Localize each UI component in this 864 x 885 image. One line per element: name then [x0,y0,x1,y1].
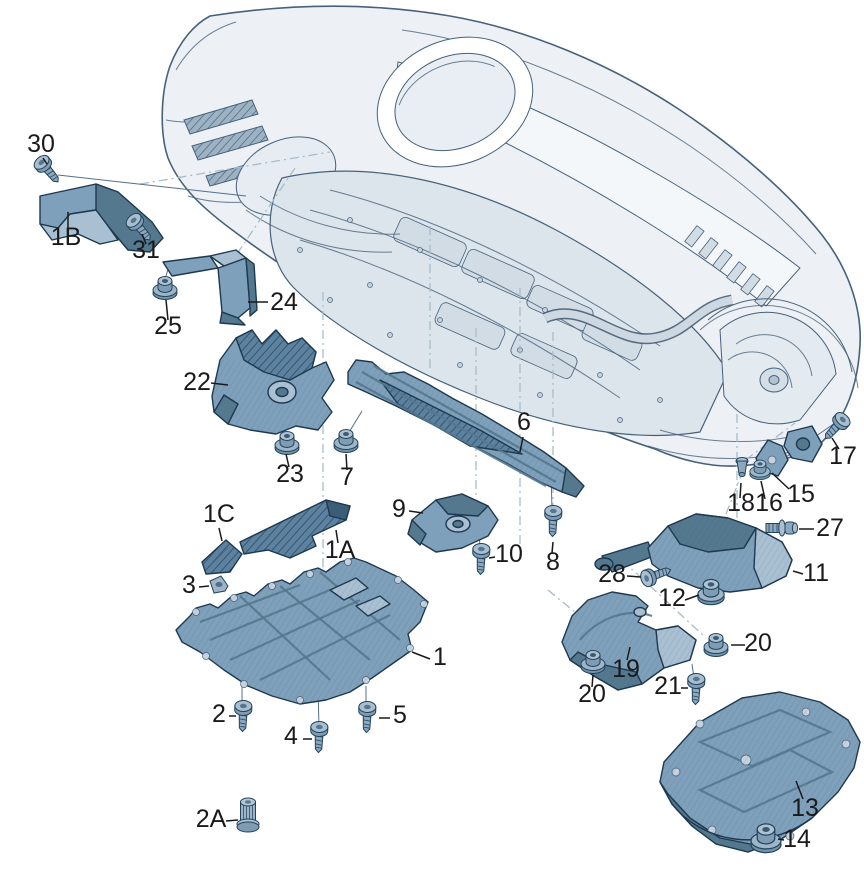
callout-30[interactable]: 30 [27,130,55,158]
leader-line-18 [739,482,742,499]
leader-line-7 [345,453,348,471]
part-1a-undertray-strip[interactable] [239,499,351,559]
callout-1a[interactable]: 1A [325,536,356,564]
callout-1c[interactable]: 1C [203,500,235,528]
callout-10[interactable]: 10 [495,540,523,568]
leader-line-15 [771,472,790,490]
callout-31[interactable]: 31 [132,236,160,264]
callout-14[interactable]: 14 [783,825,811,853]
callout-22[interactable]: 22 [183,368,211,396]
callout-24[interactable]: 24 [270,288,298,316]
leader-line-1 [411,651,431,660]
leader-line-31 [141,233,147,245]
callout-2[interactable]: 2 [212,700,226,728]
leader-line-3 [198,585,210,588]
leader-line-20a [591,674,594,688]
callout-15[interactable]: 15 [787,480,815,508]
leader-line-25 [165,299,169,321]
leader-line-2a [225,819,239,822]
sill-rib-slots [684,225,775,308]
callout-25[interactable]: 25 [154,312,182,340]
callout-27[interactable]: 27 [816,514,844,542]
leader-line-23 [285,453,290,468]
callout-5[interactable]: 5 [393,701,407,729]
callout-12[interactable]: 12 [658,584,686,612]
leader-line-1c [218,527,223,542]
callout-20b[interactable]: 20 [744,629,772,657]
callout-4[interactable]: 4 [284,722,298,750]
callout-21[interactable]: 21 [654,672,682,700]
floor-pan [269,170,729,437]
callout-20a[interactable]: 20 [578,680,606,708]
part-9-heat-shield[interactable] [407,493,499,553]
leader-line-12 [684,594,700,601]
grille-slot [183,99,259,135]
callout-1b[interactable]: 1B [51,223,82,251]
callout-16[interactable]: 16 [755,489,783,517]
leader-line-11 [792,570,804,575]
callout-1[interactable]: 1 [433,643,447,671]
leader-line-6 [519,436,524,453]
callout-19[interactable]: 19 [612,655,640,683]
callout-2a[interactable]: 2A [196,805,227,833]
leader-line-13 [795,780,804,800]
leader-line-9 [408,510,424,514]
callout-23[interactable]: 23 [276,460,304,488]
front-wheel-house [376,36,534,168]
leader-line-28 [626,575,642,578]
rear-wheel-house [699,298,859,425]
leader-line-14 [777,838,785,841]
callout-8[interactable]: 8 [546,548,560,576]
leader-line-10 [488,556,496,559]
leader-line-22 [210,382,229,386]
callout-18[interactable]: 18 [727,489,755,517]
leader-line-8 [551,541,554,554]
callout-11[interactable]: 11 [803,559,829,587]
rivnut-icon [236,797,260,833]
leader-line-30 [42,157,48,165]
callout-13[interactable]: 13 [791,794,819,822]
leader-line-1a [335,529,339,544]
leader-line-19 [626,646,631,661]
callout-3[interactable]: 3 [182,571,196,599]
callout-28[interactable]: 28 [598,560,626,588]
grille-slot [191,125,269,161]
callout-7[interactable]: 7 [340,463,354,491]
leader-line-17 [831,437,840,450]
leader-line-16 [760,480,766,500]
callout-9[interactable]: 9 [392,495,406,523]
car-underbody-illustration [161,5,861,467]
callout-17[interactable]: 17 [829,442,857,470]
callout-6[interactable]: 6 [517,408,531,436]
